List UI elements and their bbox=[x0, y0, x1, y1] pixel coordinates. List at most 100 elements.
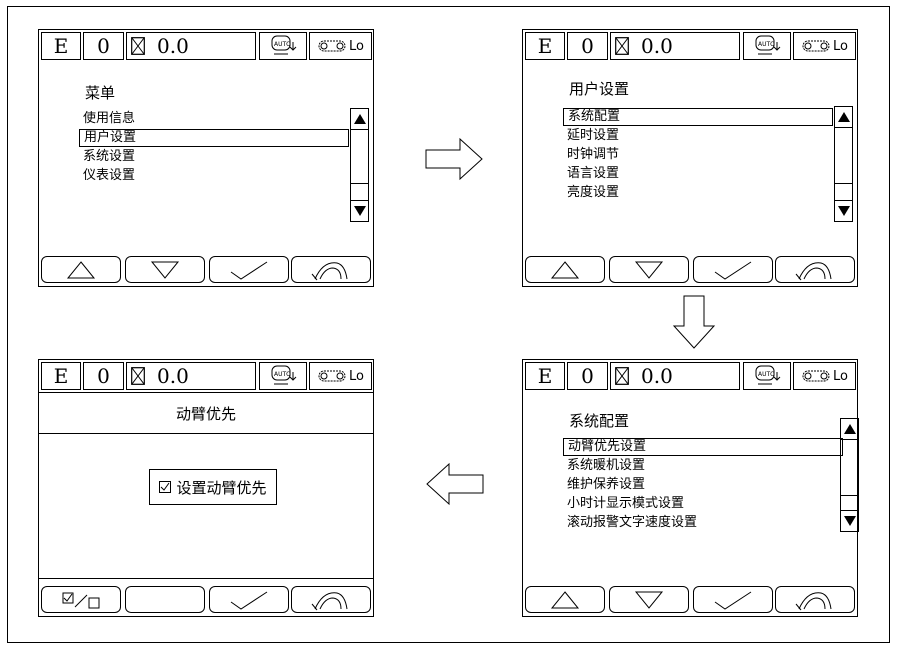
screen-menu: E 0 0.0 AUTO Lo 菜单 使用信息 用户设置 系统设置 仪表设置 bbox=[38, 29, 374, 287]
softkey-ok[interactable] bbox=[693, 586, 773, 613]
menu-item-warmup[interactable]: 系统暖机设置 bbox=[567, 458, 646, 473]
status-bar: E 0 0.0 AUTO Lo bbox=[39, 360, 373, 392]
return-arrow-icon bbox=[311, 261, 348, 280]
softkey-bar bbox=[525, 586, 855, 613]
softkey-bar bbox=[525, 256, 855, 283]
arrow-left-icon bbox=[426, 462, 484, 506]
menu-item-user-settings[interactable]: 用户设置 bbox=[79, 129, 349, 147]
scroll-thumb[interactable] bbox=[841, 439, 858, 496]
chain-icon bbox=[318, 370, 346, 382]
hourglass-icon bbox=[131, 367, 145, 385]
arrow-right-icon bbox=[425, 137, 483, 181]
scroll-down-icon[interactable] bbox=[841, 510, 858, 531]
menu-item-hour-meter-mode[interactable]: 小时计显示模式设置 bbox=[567, 496, 685, 511]
figure-frame bbox=[7, 6, 890, 643]
softkey-ok[interactable] bbox=[693, 256, 773, 283]
return-arrow-icon bbox=[795, 261, 832, 280]
scroll-up-icon[interactable] bbox=[835, 107, 852, 128]
status-bar: E 0 0.0 AUTO Lo bbox=[523, 360, 857, 392]
menu-item-boom-priority[interactable]: 动臂优先设置 bbox=[563, 438, 843, 456]
menu-item-system-config[interactable]: 系统配置 bbox=[563, 108, 833, 126]
boom-priority-checkbox[interactable]: 设置动臂优先 bbox=[149, 469, 277, 505]
hourglass-icon bbox=[131, 37, 145, 55]
softkey-down[interactable] bbox=[609, 256, 689, 283]
softkey-back[interactable] bbox=[291, 256, 371, 283]
status-lo-text: Lo bbox=[349, 38, 364, 54]
menu-item-usage-info[interactable]: 使用信息 bbox=[83, 111, 136, 126]
status-e: E bbox=[525, 362, 565, 390]
softkey-back[interactable] bbox=[775, 256, 855, 283]
scroll-up-icon[interactable] bbox=[841, 419, 858, 440]
softkey-toggle[interactable] bbox=[41, 586, 121, 613]
checkbox-toggle-icon bbox=[62, 592, 100, 608]
screen-user-settings: E 0 0.0 AUTO Lo 用户设置 系统配置 延时设置 时钟调节 语言设置… bbox=[522, 29, 858, 287]
menu-item-clock-adjust[interactable]: 时钟调节 bbox=[567, 147, 620, 162]
menu-item-brightness-settings[interactable]: 亮度设置 bbox=[567, 185, 620, 200]
menu-item-maintenance[interactable]: 维护保养设置 bbox=[567, 477, 646, 492]
auto-engine-icon: AUTO bbox=[271, 35, 297, 55]
softkey-ok[interactable] bbox=[209, 256, 289, 283]
scroll-down-icon[interactable] bbox=[351, 200, 368, 221]
auto-engine-icon: AUTO bbox=[271, 365, 297, 385]
menu-item-delay-settings[interactable]: 延时设置 bbox=[567, 128, 620, 143]
softkey-up[interactable] bbox=[525, 586, 605, 613]
softkey-bar bbox=[41, 256, 371, 283]
check-icon bbox=[714, 261, 752, 280]
status-lo: Lo bbox=[309, 32, 372, 60]
scroll-thumb[interactable] bbox=[835, 127, 852, 184]
softkey-down[interactable] bbox=[125, 256, 205, 283]
status-time-value: 0.0 bbox=[157, 34, 189, 58]
status-zero: 0 bbox=[83, 32, 124, 60]
svg-text:AUTO: AUTO bbox=[274, 371, 291, 378]
status-lo-text: Lo bbox=[833, 368, 848, 384]
status-lo-text: Lo bbox=[349, 368, 364, 384]
scrollbar[interactable] bbox=[350, 108, 369, 222]
status-auto: AUTO bbox=[259, 32, 307, 60]
scrollbar[interactable] bbox=[834, 106, 853, 222]
system-config-title: 系统配置 bbox=[569, 412, 630, 430]
svg-text:AUTO: AUTO bbox=[758, 371, 775, 378]
divider bbox=[39, 578, 373, 579]
page-title: 动臂优先 bbox=[39, 392, 373, 434]
auto-engine-icon: AUTO bbox=[755, 35, 781, 55]
status-bar: E 0 0.0 AUTO Lo bbox=[523, 30, 857, 62]
check-icon bbox=[230, 261, 268, 280]
status-zero: 0 bbox=[567, 32, 608, 60]
menu-item-language-settings[interactable]: 语言设置 bbox=[567, 166, 620, 181]
status-lo-text: Lo bbox=[833, 38, 848, 54]
softkey-back[interactable] bbox=[775, 586, 855, 613]
menu-item-meter-settings[interactable]: 仪表设置 bbox=[83, 168, 136, 183]
chain-icon bbox=[802, 40, 830, 52]
check-icon bbox=[230, 591, 268, 610]
status-e: E bbox=[525, 32, 565, 60]
auto-engine-icon: AUTO bbox=[755, 365, 781, 385]
softkey-up[interactable] bbox=[41, 256, 121, 283]
arrow-down-icon bbox=[672, 295, 716, 349]
softkey-ok[interactable] bbox=[209, 586, 289, 613]
triangle-up-icon bbox=[550, 590, 580, 608]
svg-text:AUTO: AUTO bbox=[274, 41, 291, 48]
checkbox-checked-icon bbox=[159, 481, 172, 493]
scroll-up-icon[interactable] bbox=[351, 109, 368, 130]
hourglass-icon bbox=[615, 367, 629, 385]
status-auto: AUTO bbox=[259, 362, 307, 390]
scrollbar[interactable] bbox=[840, 418, 859, 532]
scroll-thumb[interactable] bbox=[351, 129, 368, 184]
status-zero: 0 bbox=[83, 362, 124, 390]
softkey-down[interactable] bbox=[609, 586, 689, 613]
checkbox-label: 设置动臂优先 bbox=[176, 478, 267, 497]
softkey-back[interactable] bbox=[291, 586, 371, 613]
chain-icon bbox=[318, 40, 346, 52]
status-auto: AUTO bbox=[743, 362, 791, 390]
scroll-down-icon[interactable] bbox=[835, 200, 852, 221]
menu-item-scroll-alarm-speed[interactable]: 滚动报警文字速度设置 bbox=[567, 515, 698, 530]
triangle-down-icon bbox=[150, 261, 180, 279]
softkey-blank[interactable] bbox=[125, 586, 205, 613]
status-auto: AUTO bbox=[743, 32, 791, 60]
check-icon bbox=[714, 591, 752, 610]
menu-item-system-settings[interactable]: 系统设置 bbox=[83, 149, 136, 164]
hourglass-icon bbox=[615, 37, 629, 55]
softkey-up[interactable] bbox=[525, 256, 605, 283]
status-time-value: 0.0 bbox=[641, 34, 673, 58]
status-lo: Lo bbox=[793, 362, 856, 390]
